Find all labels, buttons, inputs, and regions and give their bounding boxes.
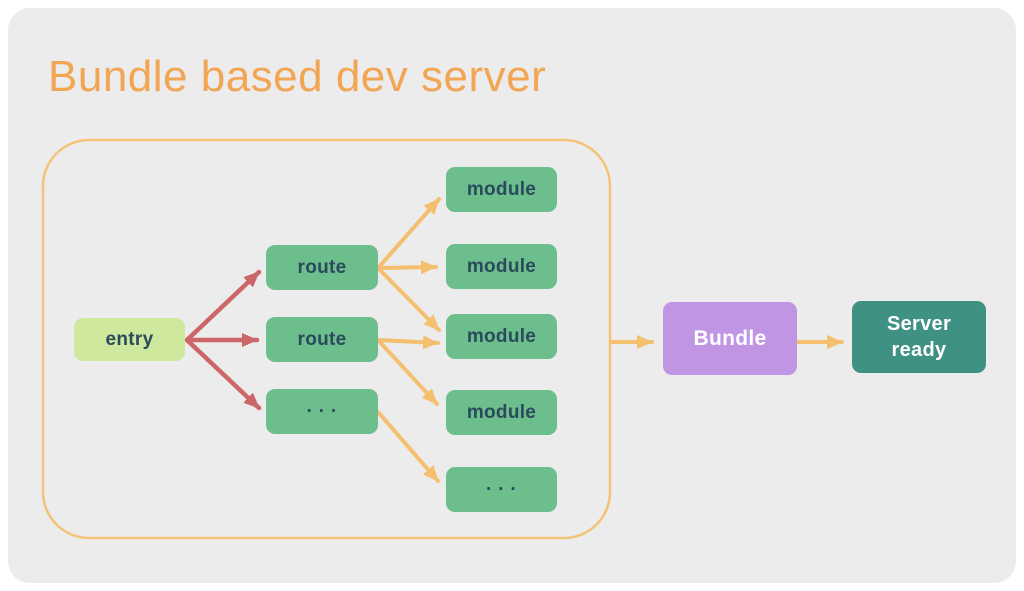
edge-route2-module3 (376, 335, 440, 350)
node-bundle: Bundle (663, 302, 797, 375)
node-server-ready: Server ready (852, 301, 986, 373)
node-route-2: route (266, 317, 378, 362)
node-module-ellipsis: · · · (446, 467, 557, 512)
node-module-3: module (446, 314, 557, 359)
edge-route1-module1 (376, 197, 441, 270)
node-route-1: route (266, 245, 378, 290)
page-title: Bundle based dev server (48, 52, 547, 101)
edge-entry-route1 (184, 269, 262, 343)
node-module-2: module (446, 244, 557, 289)
node-module-4: module (446, 390, 557, 435)
edge-route1-module3 (376, 266, 441, 332)
graph-container-outline (41, 138, 612, 540)
node-entry: entry (74, 318, 185, 361)
edge-entry-route3 (184, 337, 262, 411)
edge-route3-module5 (376, 410, 440, 483)
node-route-ellipsis: · · · (266, 389, 378, 434)
edge-route2-module4 (376, 338, 439, 406)
node-module-1: module (446, 167, 557, 212)
edge-route1-module2 (376, 260, 438, 275)
